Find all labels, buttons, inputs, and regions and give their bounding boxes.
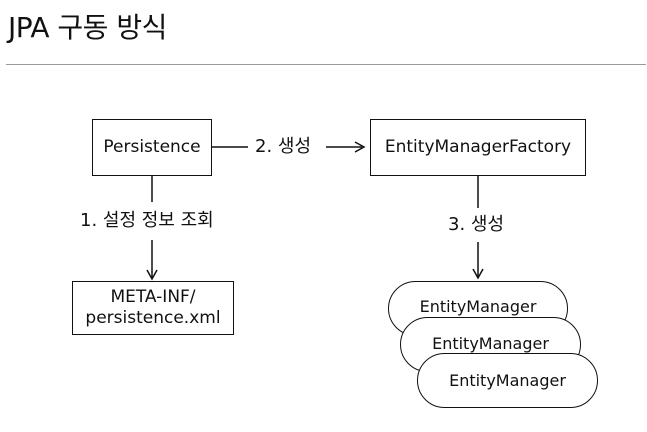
persistence-node: Persistence <box>92 119 212 176</box>
entity-manager-node: EntityManager <box>417 353 598 408</box>
entity-manager-factory-label: EntityManagerFactory <box>384 137 572 157</box>
arrowhead-create-em <box>472 268 484 280</box>
persistence-xml-label-line1: META-INF/ <box>110 287 196 307</box>
edge-label-create-em: 3. 생성 <box>448 214 505 235</box>
arrowhead-create-emf <box>354 141 366 153</box>
entity-manager-label: EntityManager <box>449 370 566 390</box>
page-title: JPA 구동 방식 <box>8 11 167 44</box>
edge-label-read-config: 1. 설정 정보 조회 <box>80 210 214 231</box>
persistence-label: Persistence <box>103 137 201 157</box>
entity-manager-factory-node: EntityManagerFactory <box>370 119 586 176</box>
persistence-xml-label-line2: persistence.xml <box>85 308 221 328</box>
arrowhead-read-config <box>146 269 158 281</box>
entity-manager-label: EntityManager <box>432 333 549 353</box>
title-divider <box>6 64 646 65</box>
entity-manager-label: EntityManager <box>419 296 537 316</box>
persistence-xml-node: META-INF/ persistence.xml <box>72 281 234 335</box>
edge-label-create-emf: 2. 생성 <box>255 136 312 157</box>
